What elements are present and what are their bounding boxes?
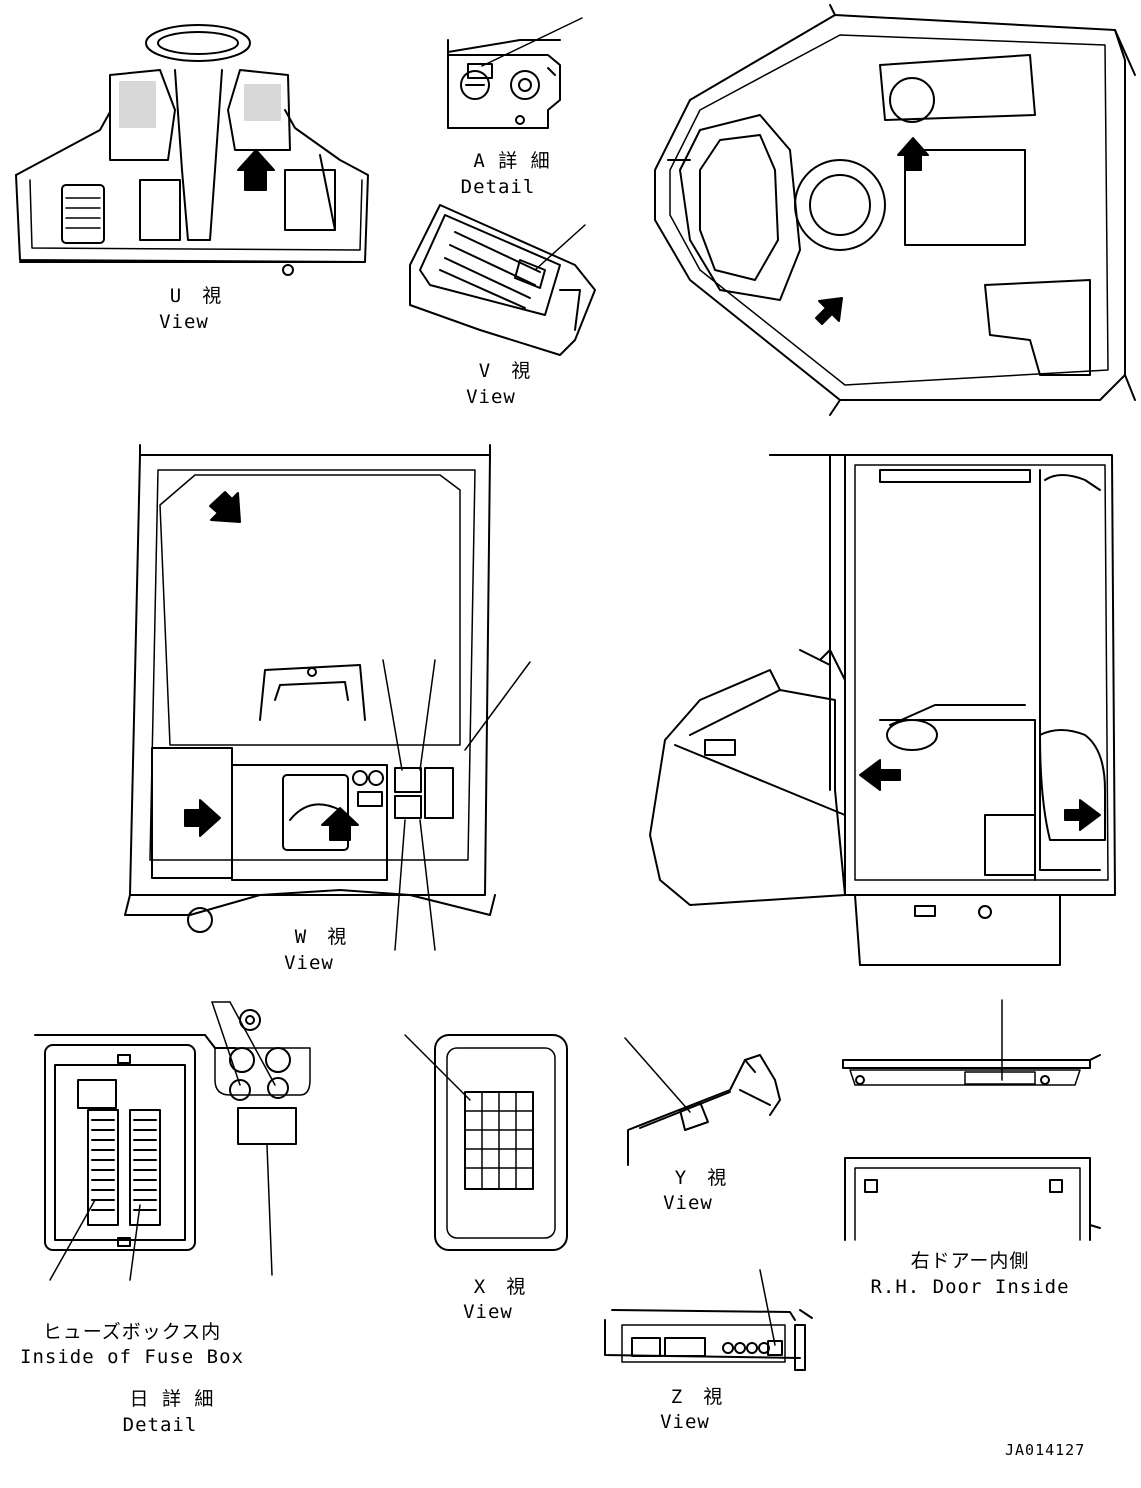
a-detail-drawing xyxy=(447,17,583,129)
z-view-label-en: View xyxy=(660,1411,710,1433)
fuse-box-label-en: Inside of Fuse Box xyxy=(20,1346,244,1368)
rh-door-label-en: R.H. Door Inside xyxy=(870,1276,1070,1298)
u-view-label-en: View xyxy=(159,311,209,333)
v-view-drawing xyxy=(409,204,596,356)
z-view-drawing xyxy=(604,1269,813,1371)
cab-side-view-drawing xyxy=(649,454,1116,966)
v-view-label-en: View xyxy=(466,386,516,408)
a-detail-label-jp: A 詳 細 xyxy=(473,150,551,172)
z-view-label-jp: Z 視 xyxy=(670,1386,724,1408)
cab-plan-view-drawing xyxy=(654,4,1136,416)
x-view-drawing xyxy=(404,1034,568,1251)
x-view-label-jp: X 視 xyxy=(473,1276,527,1298)
rh-door-drawing xyxy=(842,999,1101,1241)
u-view-drawing xyxy=(15,24,369,276)
w-view-drawing xyxy=(124,444,531,951)
fuse-box-label-jp: ヒューズボックス内 xyxy=(42,1321,222,1343)
w-view-label-jp: W 視 xyxy=(294,926,348,948)
b-detail-label-jp: 日 詳 細 xyxy=(129,1388,215,1410)
rh-door-label-jp: 右ドアー内側 xyxy=(910,1250,1030,1272)
y-view-label-jp: Y 視 xyxy=(674,1167,728,1189)
fuse-box-detail-drawing xyxy=(34,1001,311,1281)
x-view-label-en: View xyxy=(463,1301,513,1323)
b-detail-label-en: Detail xyxy=(122,1414,198,1436)
a-detail-label-en: Detail xyxy=(460,176,536,198)
y-view-label-en: View xyxy=(663,1192,713,1214)
y-view-drawing xyxy=(624,1037,781,1166)
u-view-label-jp: U 視 xyxy=(169,285,223,307)
v-view-label-jp: V 視 xyxy=(478,360,532,382)
w-view-label-en: View xyxy=(284,952,334,974)
drawing-code: JA014127 xyxy=(1005,1441,1086,1459)
